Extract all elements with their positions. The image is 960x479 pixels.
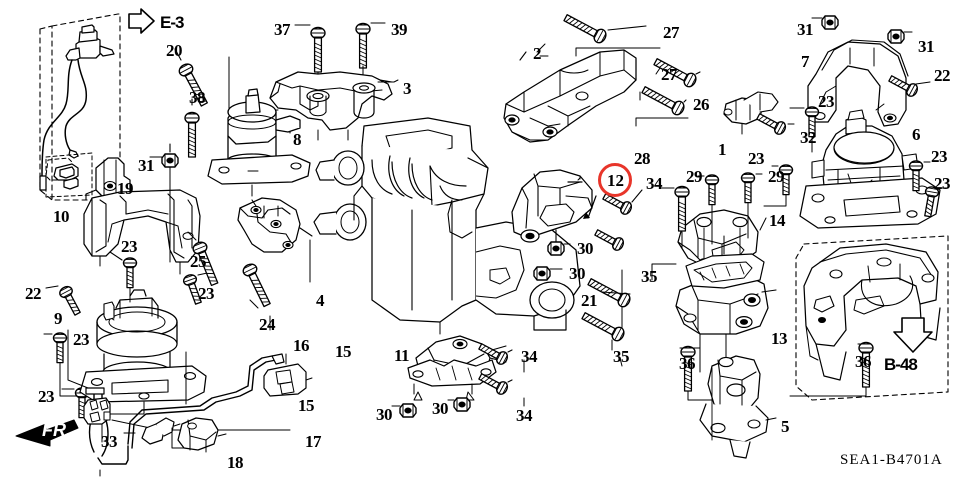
callout-number[interactable]: 35 [641, 267, 658, 286]
drawing-code: SEA1-B4701A [840, 452, 943, 468]
callout-number[interactable]: 16 [293, 336, 310, 355]
callout-number[interactable]: 22 [25, 284, 42, 303]
section-ref-e3: E-3 [160, 13, 184, 32]
callout-number[interactable]: 33 [101, 432, 118, 451]
callout-number[interactable]: 31 [797, 20, 814, 39]
highlighted-part-circle[interactable] [598, 163, 632, 197]
callout-number[interactable]: 23 [38, 387, 55, 406]
callout-number[interactable]: 8 [293, 130, 302, 149]
callout-number[interactable]: 10 [53, 207, 70, 226]
orientation-marker-fr: FR. [42, 420, 71, 440]
callout-number[interactable]: 30 [376, 405, 393, 424]
callout-number[interactable]: 13 [771, 329, 788, 348]
callout-number[interactable]: 21 [581, 291, 598, 310]
callout-number[interactable]: 15 [298, 396, 315, 415]
callout-number[interactable]: 30 [577, 239, 594, 258]
callout-number[interactable]: 7 [801, 52, 810, 71]
callout-number[interactable]: 27 [663, 23, 680, 42]
callout-number[interactable]: 29 [686, 167, 703, 186]
callout-number[interactable]: 17 [305, 432, 322, 451]
callout-number[interactable]: 23 [931, 147, 948, 166]
callout-number[interactable]: 29 [768, 167, 785, 186]
callout-number[interactable]: 27 [661, 65, 678, 84]
callout-number[interactable]: 23 [73, 330, 90, 349]
callout-number[interactable]: 31 [918, 37, 935, 56]
callout-number[interactable]: 28 [634, 149, 651, 168]
section-ref-b48: B-48 [884, 355, 918, 374]
callout-number[interactable]: 30 [569, 264, 586, 283]
callout-number[interactable]: 4 [316, 291, 325, 310]
callout-number[interactable]: 23 [748, 149, 765, 168]
callout-number[interactable]: 23 [121, 237, 138, 256]
callout-number[interactable]: 20 [166, 41, 183, 60]
callout-number[interactable]: 31 [138, 156, 155, 175]
callout-number[interactable]: 38 [189, 88, 206, 107]
callout-number[interactable]: 22 [934, 66, 951, 85]
callout-number[interactable]: 1 [718, 140, 727, 159]
callout-number[interactable]: 36 [855, 352, 872, 371]
callout-number[interactable]: 25 [190, 252, 207, 271]
callout-number[interactable]: 11 [394, 346, 410, 365]
callout-number[interactable]: 14 [769, 211, 786, 230]
callout-number[interactable]: 32 [800, 128, 817, 147]
callout-number[interactable]: 9 [54, 309, 63, 328]
callout-number[interactable]: 23 [934, 174, 951, 193]
callout-number[interactable]: 36 [679, 354, 696, 373]
callout-number[interactable]: 34 [521, 347, 538, 366]
callout-number[interactable]: 15 [335, 342, 352, 361]
callout-number[interactable]: 34 [646, 174, 663, 193]
callout-number[interactable]: 18 [227, 453, 244, 472]
callout-number[interactable]: 37 [274, 20, 291, 39]
callout-number[interactable]: 26 [693, 95, 710, 114]
callout-number[interactable]: 6 [912, 125, 921, 144]
callout-number[interactable]: 5 [781, 417, 790, 436]
callout-number[interactable]: 24 [259, 315, 276, 334]
highlighted-part-number: 12 [607, 171, 624, 190]
callout-number[interactable]: 34 [516, 406, 533, 425]
callout-number[interactable]: 30 [432, 399, 449, 418]
callout-number[interactable]: 23 [198, 284, 215, 303]
callout-number[interactable]: 2 [533, 44, 542, 63]
callout-number[interactable]: 3 [403, 79, 412, 98]
callout-number[interactable]: 19 [117, 179, 134, 198]
callout-number[interactable]: 39 [391, 20, 408, 39]
callout-number[interactable]: 35 [613, 347, 630, 366]
callout-number[interactable]: 23 [818, 92, 835, 111]
